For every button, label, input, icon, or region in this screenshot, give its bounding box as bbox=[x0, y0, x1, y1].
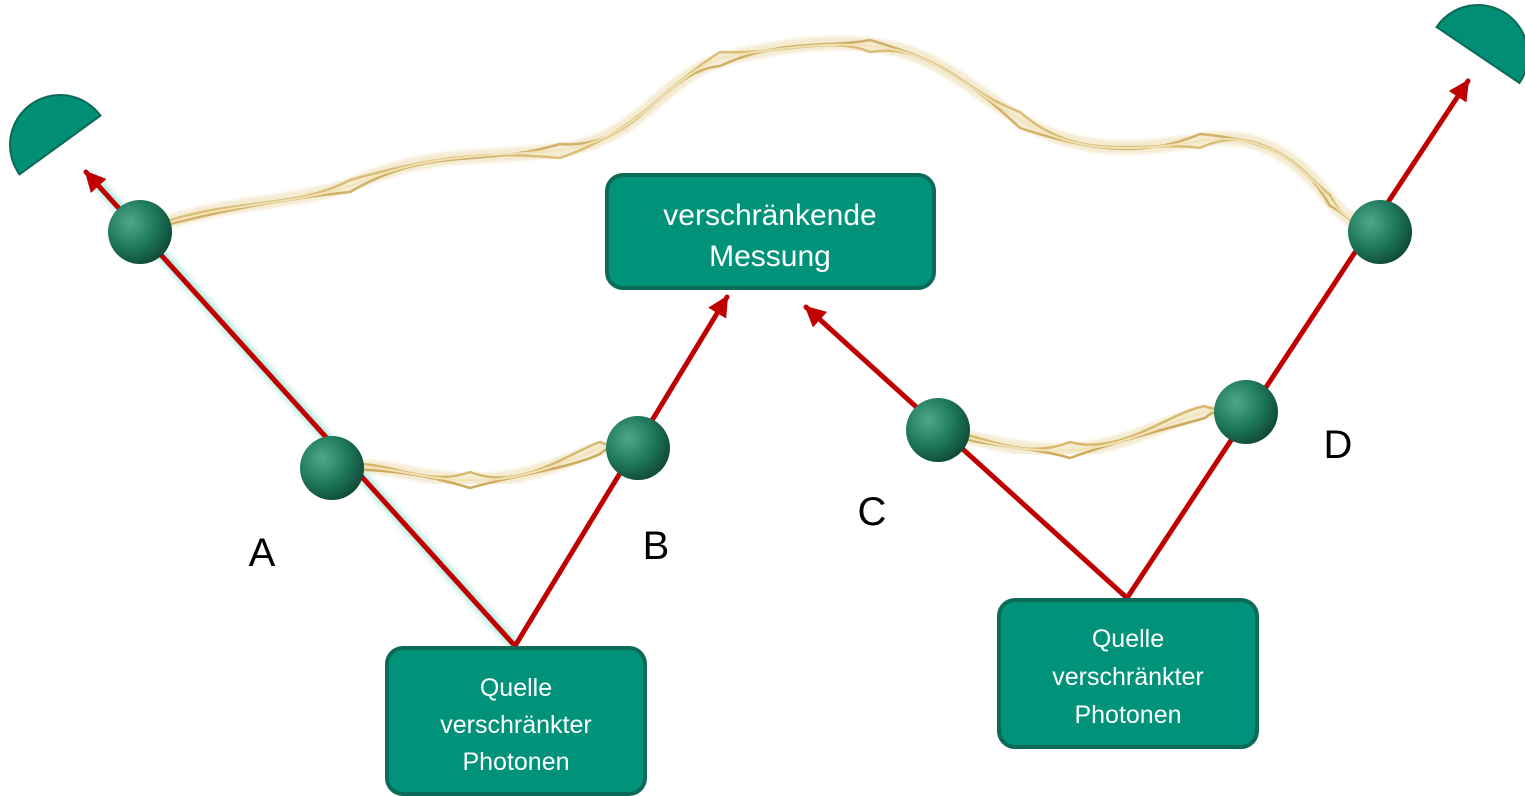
photon-paths bbox=[83, 78, 1471, 649]
source-right-box: Quelle verschränkter Photonen bbox=[997, 598, 1259, 749]
sphere-photon-icon bbox=[906, 398, 970, 462]
measurement-label-line1: verschränkende bbox=[663, 199, 876, 232]
entanglement-strand-outer bbox=[133, 36, 1387, 239]
photons bbox=[108, 200, 1412, 500]
sphere-photon-icon bbox=[1348, 200, 1412, 264]
source-right-line3: Photonen bbox=[1074, 701, 1181, 729]
arrow-source-right-to-measurement bbox=[803, 304, 1130, 601]
sphere-photon-icon bbox=[108, 200, 172, 264]
sphere-photon-icon bbox=[1214, 380, 1278, 444]
sphere-photon-icon bbox=[300, 436, 364, 500]
measurement-box: verschränkende Messung bbox=[605, 173, 936, 290]
detector-right bbox=[1435, 4, 1525, 85]
entanglement-strand-cd bbox=[931, 402, 1253, 460]
half-disc-detector-icon bbox=[1435, 4, 1525, 85]
source-right-line2: verschränkter bbox=[1052, 663, 1203, 691]
measurement-label-line2: Messung bbox=[709, 240, 831, 273]
arrow-source-right-to-detector-right bbox=[1124, 78, 1471, 601]
source-left-line2: verschränkter bbox=[440, 711, 591, 739]
label-b: B bbox=[643, 524, 670, 568]
label-d: D bbox=[1324, 423, 1353, 467]
source-left-box: Quelle verschränkter Photonen bbox=[385, 646, 647, 796]
source-left-line1: Quelle bbox=[480, 674, 552, 702]
sphere-photon-icon bbox=[606, 416, 670, 480]
detector-left bbox=[9, 94, 102, 176]
source-right-line1: Quelle bbox=[1092, 625, 1164, 653]
label-a: A bbox=[249, 531, 276, 575]
label-c: C bbox=[858, 490, 887, 534]
half-disc-detector-icon bbox=[9, 94, 102, 176]
entanglement-strand-ab bbox=[325, 438, 645, 490]
source-left-line3: Photonen bbox=[462, 748, 569, 776]
